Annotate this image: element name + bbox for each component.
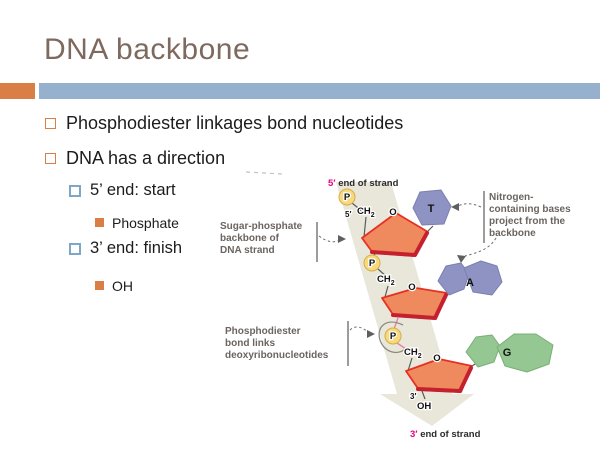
bullet-item: Phosphodiester linkages bond nucleotides — [45, 112, 403, 134]
bond-line — [407, 357, 413, 372]
o-atom-label: O — [433, 353, 440, 364]
sugar-ring-3-edge — [416, 366, 473, 393]
callout-arrow — [457, 203, 482, 208]
p-atom-label: P — [344, 192, 351, 203]
five-prime-label: 5′ — [345, 210, 351, 219]
bullet-text: OH — [112, 277, 133, 294]
bullet-item: OH — [95, 277, 133, 294]
sugar-ring-1-edge — [370, 231, 429, 257]
base-a-label: A — [466, 277, 474, 289]
base-g-ring-large — [496, 333, 554, 373]
phosphodiester-bond-line — [393, 317, 399, 330]
bullet-square-icon — [69, 242, 81, 255]
arrowhead-icon — [457, 255, 466, 263]
bullet-text: 5’ end: start — [90, 181, 176, 199]
bullet-text: 3’ end: finish — [90, 239, 183, 257]
base-g-label: G — [503, 347, 512, 359]
ch2-label: CH2 — [404, 347, 422, 360]
bullet-text: Phosphate — [112, 214, 179, 231]
phospho-callout-line: bond links — [225, 338, 275, 349]
sugar-callout-line: Sugar-phosphate — [220, 221, 303, 232]
bullet-item: 5’ end: start — [69, 180, 176, 201]
phospho-callout-line: Phosphodiester — [225, 326, 301, 337]
o-atom-label: O — [389, 207, 396, 218]
callout-arrow — [349, 326, 369, 333]
bullet-text: DNA has a direction — [66, 147, 226, 168]
oh-label: OH — [417, 401, 431, 412]
three-end-label: 3′ end of strand — [410, 429, 481, 440]
o-atom-label: O — [408, 282, 415, 293]
three-prime-label: 3′ — [410, 392, 416, 401]
base-a-ring-large — [463, 260, 503, 296]
sugar-ring-2-edge — [391, 293, 448, 320]
callout-arrow — [464, 237, 497, 257]
base-t-hexagon — [412, 189, 452, 226]
bullet-square-icon — [45, 117, 56, 129]
bond-line — [384, 285, 389, 298]
bullet-square-icon — [95, 218, 104, 227]
callout-arrow — [318, 235, 341, 243]
base-g-ring-small — [465, 334, 501, 368]
sugar-callout-line: backbone of — [220, 233, 280, 244]
bullet-item: Phosphate — [95, 214, 179, 231]
nitrogen-callout-line: Nitrogen- — [489, 192, 533, 203]
strand-direction-arrow-icon — [380, 394, 474, 426]
phosphate-circle — [338, 188, 356, 206]
sugar-callout-line: DNA strand — [220, 245, 275, 256]
bullet-text: Phosphodiester linkages bond nucleotides — [66, 112, 404, 133]
five-end-label: 5′ end of strand — [328, 178, 399, 189]
bullet-item: 3’ end: finish — [69, 238, 182, 259]
phosphodiester-bond-line — [396, 342, 407, 350]
faint-dash-icon — [245, 171, 283, 175]
bullet-square-icon — [45, 152, 56, 164]
p-atom-label: P — [369, 258, 376, 269]
p-atom-label: P — [390, 331, 397, 342]
arrowhead-icon — [451, 203, 459, 211]
bullet-square-icon — [69, 184, 81, 197]
arrowhead-icon — [338, 235, 346, 243]
bond-line — [427, 225, 434, 232]
phosphate-circle — [363, 254, 381, 272]
phosphodiester-highlight-icon — [378, 321, 406, 354]
base-t-label: T — [428, 203, 435, 215]
bond-line — [363, 216, 367, 238]
nitrogen-callout-line: project from the — [489, 216, 566, 227]
ch2-label: CH2 — [357, 206, 375, 219]
divider-bar-orange — [0, 83, 35, 99]
arrowhead-icon — [367, 330, 375, 338]
bond-line — [421, 390, 426, 400]
nitrogen-callout-line: containing bases — [489, 204, 571, 215]
divider-bar-blue — [39, 83, 600, 99]
bond-line — [377, 268, 388, 278]
nitrogen-callout-line: backbone — [489, 228, 536, 239]
phosphate-circle — [384, 327, 402, 345]
bond-line — [351, 202, 364, 213]
page-title: DNA backbone — [44, 33, 251, 66]
phospho-callout-line: deoxyribonucleotides — [225, 350, 329, 361]
ch2-label: CH2 — [377, 274, 395, 287]
bullet-square-icon — [95, 281, 104, 290]
bullet-item: DNA has a direction — [45, 147, 225, 169]
